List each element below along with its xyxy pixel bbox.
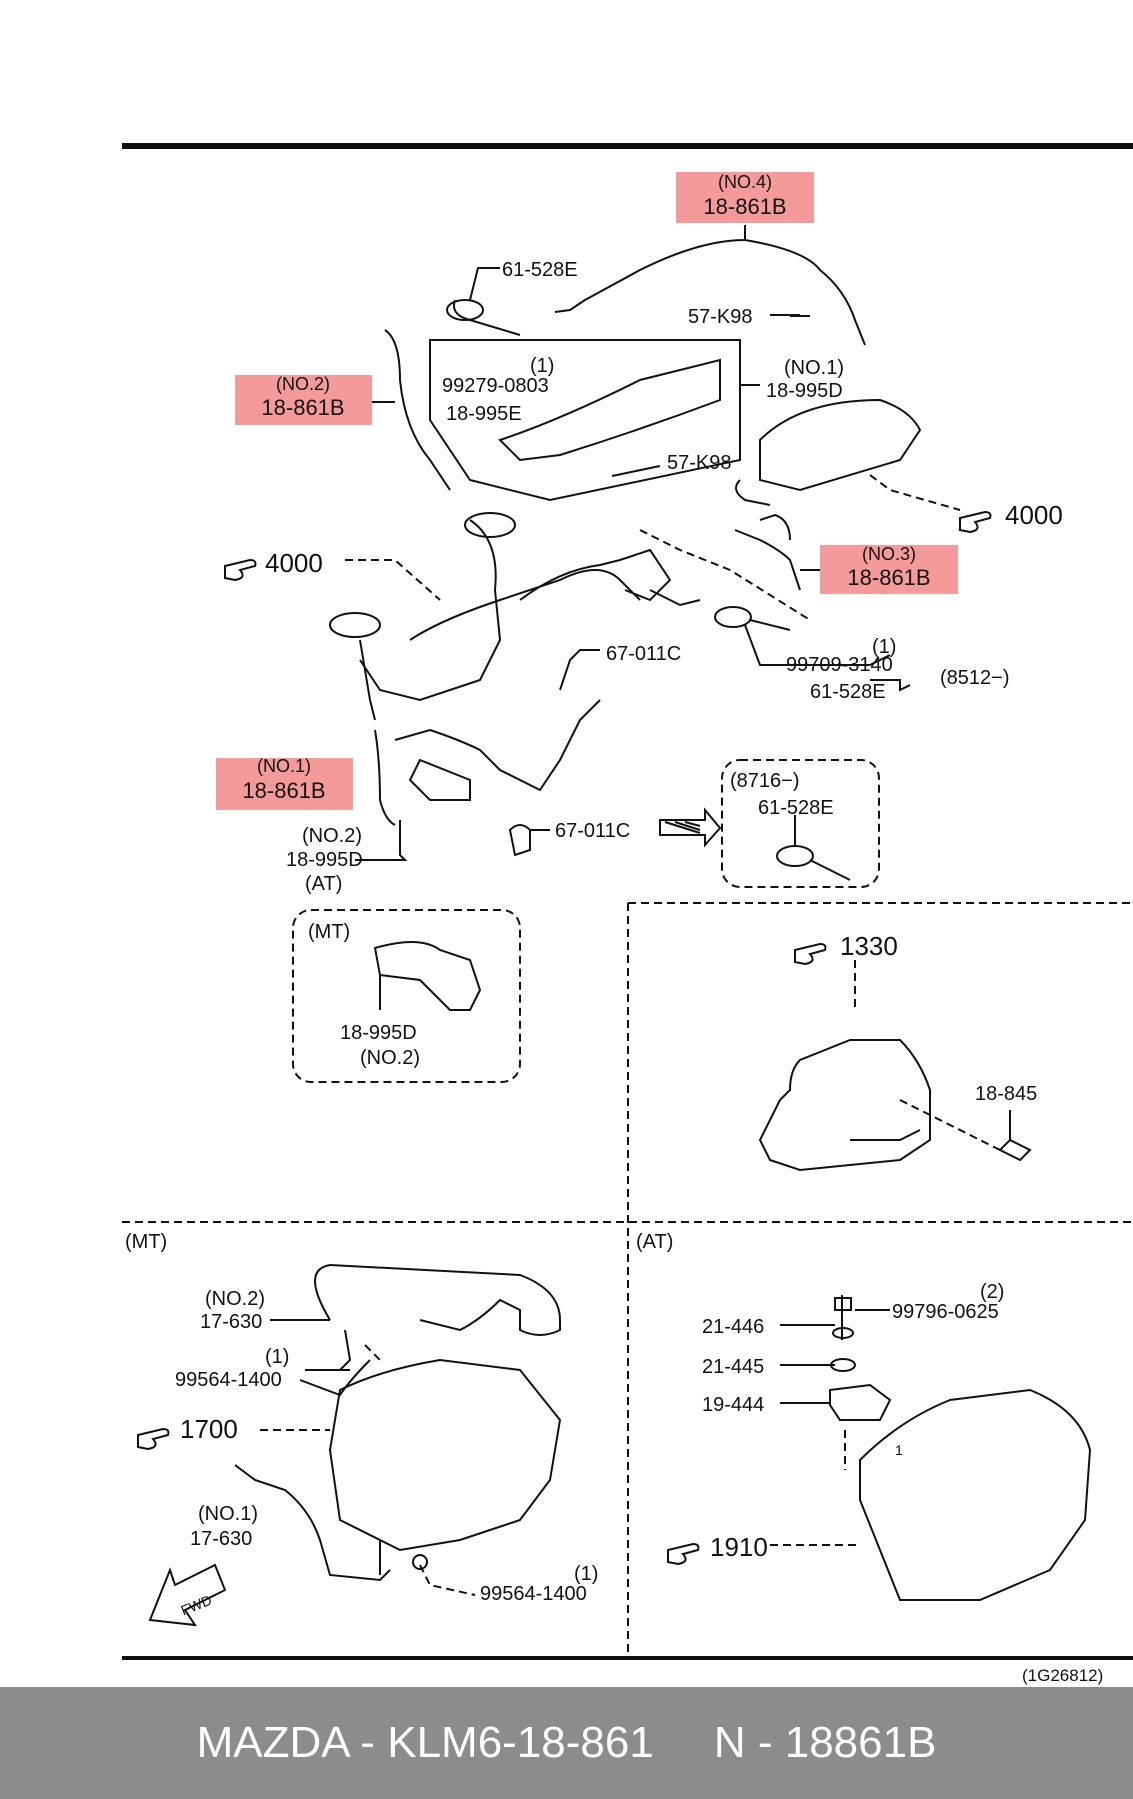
ref-1330: 1330 [840, 931, 898, 961]
callout-no1-tag: (NO.1) [257, 756, 311, 776]
label-67-011C-bottom: 67-011C [555, 820, 630, 842]
callout-no2-box [235, 375, 372, 425]
label-57-K98-b: 57-K98 [667, 452, 732, 474]
hand-pointer-icon [224, 558, 257, 582]
label-99564-1400-a: 99564-1400 [175, 1369, 282, 1391]
label-qty-1-a: (1) [530, 355, 554, 377]
label-fwd: FWD [178, 1592, 214, 1619]
label-21-446: 21-446 [702, 1316, 764, 1338]
footer-part-number: MAZDA - KLM6-18-861 [196, 1718, 654, 1767]
label-range-8512: (8512−) [940, 667, 1010, 689]
label-99564-1400-b: 99564-1400 [480, 1583, 587, 1605]
bottom-rule [122, 1656, 1133, 1660]
callout-no4-tag: (NO.4) [718, 172, 772, 192]
label-18-995D-mt: 18-995D [340, 1022, 417, 1044]
callout-no2-part: 18-861B [261, 395, 344, 420]
label-18-995D-top: 18-995D [766, 380, 843, 402]
hand-pointer-icon [667, 1542, 700, 1566]
callout-no2-tag: (NO.2) [276, 374, 330, 394]
label-18-995E: 18-995E [446, 403, 522, 425]
label-qty-1-b: (1) [872, 636, 896, 658]
callout-no3-part: 18-861B [847, 565, 930, 590]
label-67-011C-top: 67-011C [606, 643, 681, 665]
label-99279-0803: 99279-0803 [442, 375, 549, 397]
hand-pointer-icon [959, 510, 992, 534]
label-no1-b: (NO.1) [784, 357, 844, 379]
label-99796-0625: 99796-0625 [892, 1301, 999, 1323]
label-qty-1-e: 1 [895, 1442, 903, 1458]
callout-no1-part: 18-861B [242, 778, 325, 803]
ref-4000-right: 4000 [1005, 500, 1063, 530]
callout-no3-tag: (NO.3) [862, 544, 916, 564]
callout-text: (NO.4) 18-861B (NO.2) 18-861B (NO.3) 18-… [242, 172, 930, 803]
range-8716-box [721, 759, 880, 888]
hand-pointer-icon [794, 942, 827, 966]
footer-oem-number: N - 18861B [713, 1718, 937, 1767]
ref-1700: 1700 [180, 1414, 238, 1444]
label-qty-1-c: (1) [265, 1346, 289, 1368]
label-qty-2: (2) [980, 1281, 1004, 1303]
mt-bracket-box [292, 909, 521, 1083]
label-qty-1-d: (1) [574, 1563, 598, 1585]
label-mt-no1: (NO.1) [198, 1503, 258, 1525]
label-mt-section: (MT) [125, 1231, 167, 1253]
label-21-445: 21-445 [702, 1356, 764, 1378]
footer-text: MAZDA - KLM6-18-861 N - 18861B [197, 1718, 937, 1768]
callout-no4-part: 18-861B [703, 194, 786, 219]
part-labels: 61-528E 57-K98 (1) 99279-0803 18-995E (N… [125, 259, 1103, 1685]
label-61-528E-box: 61-528E [758, 797, 834, 819]
label-mt-no2-b: (NO.2) [205, 1288, 265, 1310]
label-19-444: 19-444 [702, 1394, 764, 1416]
label-mt-box: (MT) [308, 921, 350, 943]
label-17-630-a: 17-630 [200, 1311, 262, 1333]
label-at-section: (AT) [636, 1231, 673, 1253]
exploded-view-drawing: (NO.4) 18-861B (NO.2) 18-861B (NO.3) 18-… [122, 143, 1133, 1685]
label-99709-3140: 99709-3140 [786, 654, 893, 676]
label-17-630-b: 17-630 [190, 1528, 252, 1550]
reference-hand-icons [137, 510, 992, 1566]
highlight-callouts [216, 172, 958, 810]
parts-diagram: (NO.4) 18-861B (NO.2) 18-861B (NO.3) 18-… [122, 143, 1133, 1685]
label-61-528E-mid: 61-528E [810, 681, 886, 703]
label-range-8716: (8716−) [730, 770, 800, 792]
ref-1910: 1910 [710, 1532, 768, 1562]
label-mt-no2: (NO.2) [360, 1047, 420, 1069]
ref-4000-left: 4000 [265, 548, 323, 578]
label-at: (AT) [305, 873, 342, 895]
label-61-528E-top: 61-528E [502, 259, 578, 281]
callout-no1-box [216, 758, 353, 810]
top-rule [122, 143, 1133, 149]
label-18-845: 18-845 [975, 1083, 1037, 1105]
label-18-995D-at: 18-995D [286, 849, 363, 871]
hand-pointer-icon [137, 1427, 170, 1451]
drawing-number: (1G26812) [1022, 1666, 1103, 1685]
callout-no4-box [676, 172, 814, 223]
section-dividers [122, 902, 1133, 1660]
callout-no3-box [820, 545, 958, 594]
label-no2-b: (NO.2) [302, 825, 362, 847]
label-57-K98-a: 57-K98 [688, 306, 753, 328]
footer-bar: MAZDA - KLM6-18-861 N - 18861B [0, 1687, 1133, 1799]
leader-lines [148, 225, 1092, 1627]
